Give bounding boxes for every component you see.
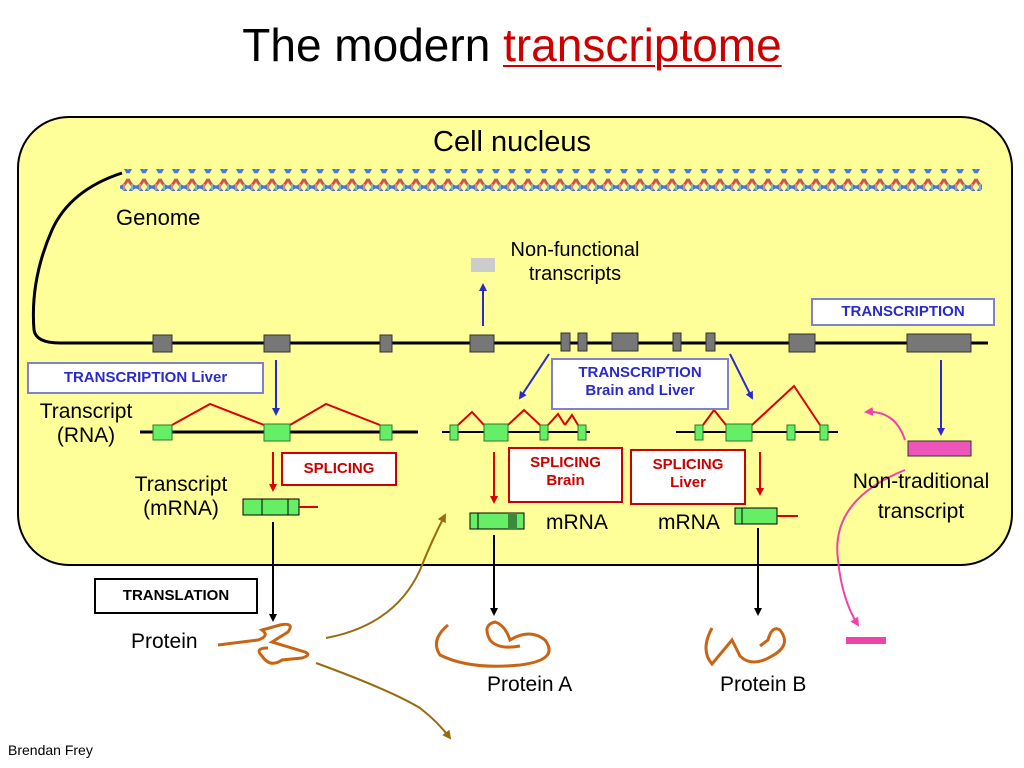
dna-helix — [120, 169, 982, 191]
transcript-rna-1 — [140, 402, 418, 442]
transcription-box: TRANSCRIPTION — [811, 298, 995, 326]
transcription-bl-line-1: TRANSCRIPTION — [578, 364, 702, 381]
splicing-liver-line-2: Liver — [670, 474, 706, 491]
splicing-box: SPLICING — [281, 452, 397, 486]
non-functional-line-1: Non-functional — [510, 239, 640, 261]
transcription-brain-liver-box: TRANSCRIPTION Brain and Liver — [551, 358, 729, 410]
transcript-rna-line-1: Transcript — [39, 400, 133, 423]
transcript-mrna-line-1: Transcript — [134, 473, 228, 496]
mrna-3 — [734, 507, 798, 525]
protein-b-label: Protein B — [720, 673, 807, 696]
slide-title: The modern transcriptome — [0, 18, 1024, 72]
protein-squiggle — [217, 622, 310, 665]
mrna-a-label: mRNA — [546, 511, 608, 534]
mrna-1 — [242, 498, 318, 516]
genome-connector — [31, 171, 988, 345]
non-traditional-product — [846, 637, 886, 644]
non-traditional-arrow-down — [836, 469, 906, 627]
author-credit: Brendan Frey — [8, 742, 93, 758]
transcript-rna-2 — [442, 408, 590, 442]
title-prefix: The modern — [242, 19, 491, 71]
transcription-bl-arrow-left — [518, 353, 550, 400]
transcript-mrna-line-2: (mRNA) — [143, 497, 219, 520]
nucleus-label: Cell nucleus — [433, 126, 591, 158]
non-traditional-transcript — [907, 440, 972, 457]
splicing-liver-box: SPLICING Liver — [630, 449, 746, 505]
protein-label: Protein — [131, 630, 198, 653]
transcript-rna-label: Transcript (RNA) — [20, 400, 152, 448]
protein-b-squiggle — [704, 627, 786, 667]
transcript-rna-line-2: (RNA) — [56, 424, 116, 447]
transcription-liver-box: TRANSCRIPTION Liver — [27, 362, 264, 394]
non-traditional-arrow-up — [864, 407, 906, 441]
transcript-mrna-label: Transcript (mRNA) — [112, 473, 250, 521]
transcription-bl-arrow-right — [729, 353, 753, 400]
transcript-rna-3 — [676, 384, 838, 442]
non-traditional-line-2: transcript — [877, 500, 965, 523]
genome-exons — [152, 332, 972, 353]
protein-arrow-up — [325, 513, 446, 639]
mrna-b-label: mRNA — [658, 511, 720, 534]
non-functional-label: Non-functional transcripts — [480, 238, 670, 286]
transcription-bl-line-2: Brain and Liver — [585, 382, 695, 399]
splicing-liver-line-1: SPLICING — [652, 456, 724, 473]
title-accent: transcriptome — [503, 19, 782, 71]
splicing-brain-line-1: SPLICING — [530, 454, 601, 471]
protein-arrow-down — [315, 662, 452, 740]
genome-label: Genome — [116, 205, 201, 230]
splicing-brain-box: SPLICING Brain — [508, 447, 623, 503]
protein-a-label: Protein A — [487, 673, 573, 696]
mrna-2 — [469, 512, 525, 530]
non-traditional-line-1: Non-traditional — [852, 470, 990, 493]
protein-a-squiggle — [434, 620, 551, 668]
splicing-brain-line-2: Brain — [546, 472, 585, 489]
non-functional-transcript — [471, 258, 495, 272]
translation-box: TRANSLATION — [94, 578, 258, 614]
non-traditional-label: Non-traditional transcript — [834, 467, 1008, 527]
non-functional-line-2: transcripts — [528, 263, 622, 285]
